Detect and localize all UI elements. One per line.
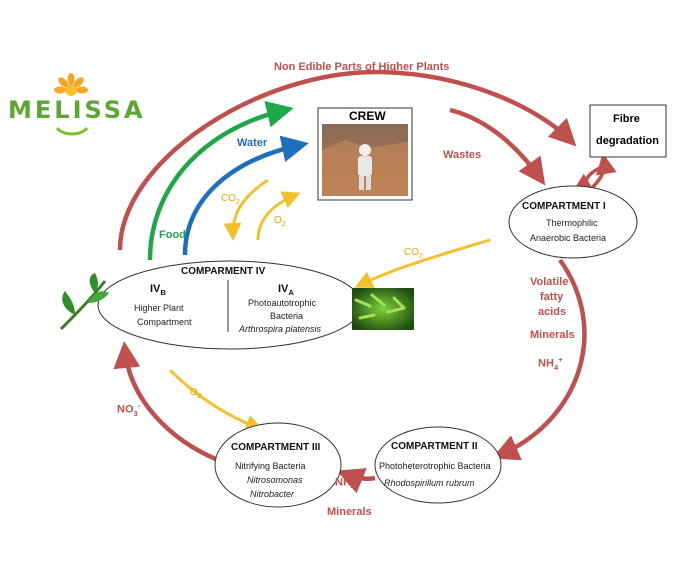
crew-title: CREW (349, 109, 386, 123)
label-minerals-right: Minerals (530, 329, 575, 341)
compartment-1-line2: Anaerobic Bacteria (530, 233, 607, 243)
compartment-2-line2: Rhodospirillum rubrum (384, 478, 475, 488)
compartment-4a-line3: Arthrospira platensis (239, 324, 322, 334)
label-co2-upper: CO2 (221, 193, 240, 207)
compartment-2-shape (374, 426, 502, 504)
arrow-fibre-loop (588, 153, 617, 192)
compartment-4a-label: IVA (278, 283, 294, 298)
arrow-co2-mid (354, 238, 491, 288)
fibre-line2: degradation (596, 135, 659, 147)
fibre-line1: Fibre (613, 113, 640, 125)
arrow-water (182, 135, 309, 256)
compartment-1-shape (508, 185, 638, 259)
compartment-1-line1: Thermophilic (546, 218, 598, 228)
arrow-food (147, 100, 294, 261)
compartment-3-title: COMPARTMENT III (231, 442, 321, 453)
arrow-o2-upper (256, 191, 301, 241)
label-acids: acids (538, 306, 567, 318)
compartment-4a-line2: Bacteria (270, 311, 304, 321)
compartment-4b-line1: Higher Plant (134, 303, 184, 313)
arrow-wastes (449, 107, 546, 186)
label-nh4-bottom: NH4+ (335, 474, 360, 491)
label-no3: NO3- (117, 401, 141, 418)
arrow-non-edible (117, 69, 577, 251)
label-fatty: fatty (540, 291, 564, 303)
label-o2-upper: O2 (274, 215, 286, 229)
arrow-volatile-acids (491, 258, 587, 461)
fibre-box (589, 104, 667, 158)
label-o2-lower: O2 (190, 387, 202, 401)
compartment-3-shape (214, 422, 342, 508)
compartment-3-line2: Nitrosomonas (247, 475, 303, 485)
compartment-2-line1: Photoheterotrophic Bacteria (379, 461, 491, 471)
compartment-4b-line2: Compartment (137, 317, 192, 327)
compartment-1-title: COMPARTMENT I (522, 201, 606, 212)
compartment-3-line1: Nitrifying Bacteria (235, 461, 306, 471)
compartment-3-line3: Nitrobacter (250, 489, 295, 499)
arrow-minerals-bottom (336, 468, 376, 494)
label-volatile: Volatile (530, 276, 569, 288)
melissa-logo (54, 73, 89, 136)
label-nh4-right: NH4+ (538, 355, 563, 372)
compartment-4b-label: IVB (150, 283, 166, 298)
label-food: Food (159, 229, 186, 241)
arrow-no3 (113, 341, 219, 463)
label-non-edible: Non Edible Parts of Higher Plants (274, 61, 450, 73)
logo-text: MELISSA (8, 96, 146, 124)
compartment-4a-line1: Photoautotrophic (248, 298, 317, 308)
label-minerals-bottom: Minerals (327, 506, 372, 518)
arrow-co2-upper (223, 178, 269, 241)
arrow-o2-lower (168, 368, 264, 432)
label-wastes: Wastes (443, 149, 482, 161)
compartment-2-title: COMPARTMENT II (391, 441, 478, 452)
label-co2-mid: CO2 (404, 247, 423, 261)
plant-icon (59, 273, 109, 331)
compartment-4-title: COMPARMENT IV (181, 266, 266, 277)
label-water: Water (237, 137, 268, 149)
